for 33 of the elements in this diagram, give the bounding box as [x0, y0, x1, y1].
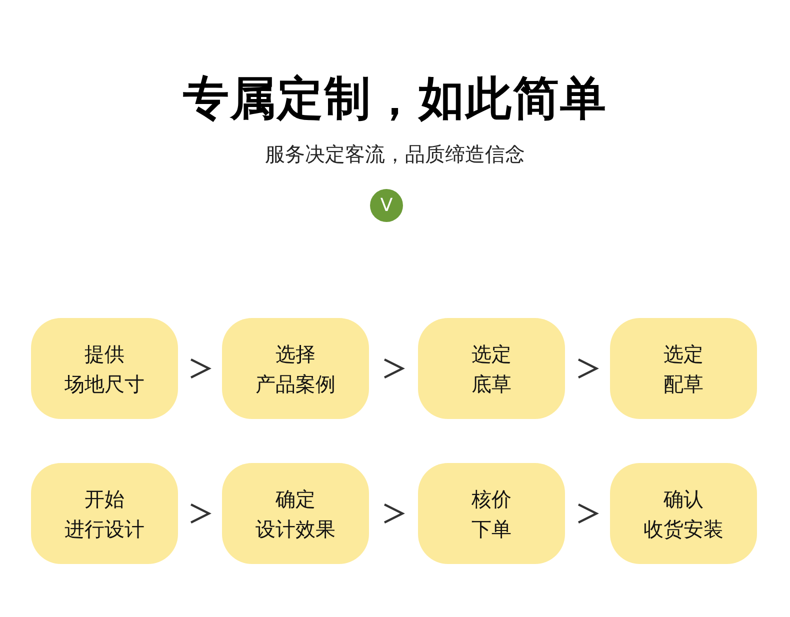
chevron-arrow	[384, 358, 405, 378]
subtitle: 服务决定客流，品质缔造信念	[265, 141, 525, 168]
chevron-arrow	[384, 504, 405, 524]
step-text: 下单	[472, 516, 512, 542]
step-box	[31, 318, 178, 419]
step-text: 配草	[664, 370, 704, 398]
step-text: 核价	[472, 486, 512, 512]
step-box	[610, 463, 757, 564]
step-text: 选定	[664, 340, 704, 368]
step-text: 场地尺寸	[64, 370, 144, 398]
step-text: 进行设计	[64, 516, 144, 542]
chevron-arrow	[190, 358, 212, 378]
step-text: 确定	[276, 486, 316, 512]
step-box	[418, 318, 565, 419]
step-box	[222, 318, 369, 419]
step-text: 选定	[472, 340, 512, 368]
step-box	[31, 463, 178, 564]
title: 专属定制，如此简单	[182, 70, 608, 127]
chevron-arrow	[190, 504, 212, 524]
step-text: 产品案例	[256, 370, 336, 398]
step-text: 选择	[276, 340, 316, 368]
chevron-arrow	[578, 504, 599, 524]
step-text: 底草	[472, 370, 512, 398]
step-text: 开始	[84, 486, 124, 512]
step-text: 设计效果	[256, 516, 336, 542]
step-text: 收货安装	[644, 516, 724, 542]
step-text: 提供	[84, 340, 124, 368]
step-box	[418, 463, 565, 564]
step-box	[610, 318, 757, 419]
step-box	[222, 463, 369, 564]
chevron-arrow	[578, 358, 599, 378]
step-text: 确认	[664, 486, 704, 512]
badge: V	[370, 189, 403, 222]
